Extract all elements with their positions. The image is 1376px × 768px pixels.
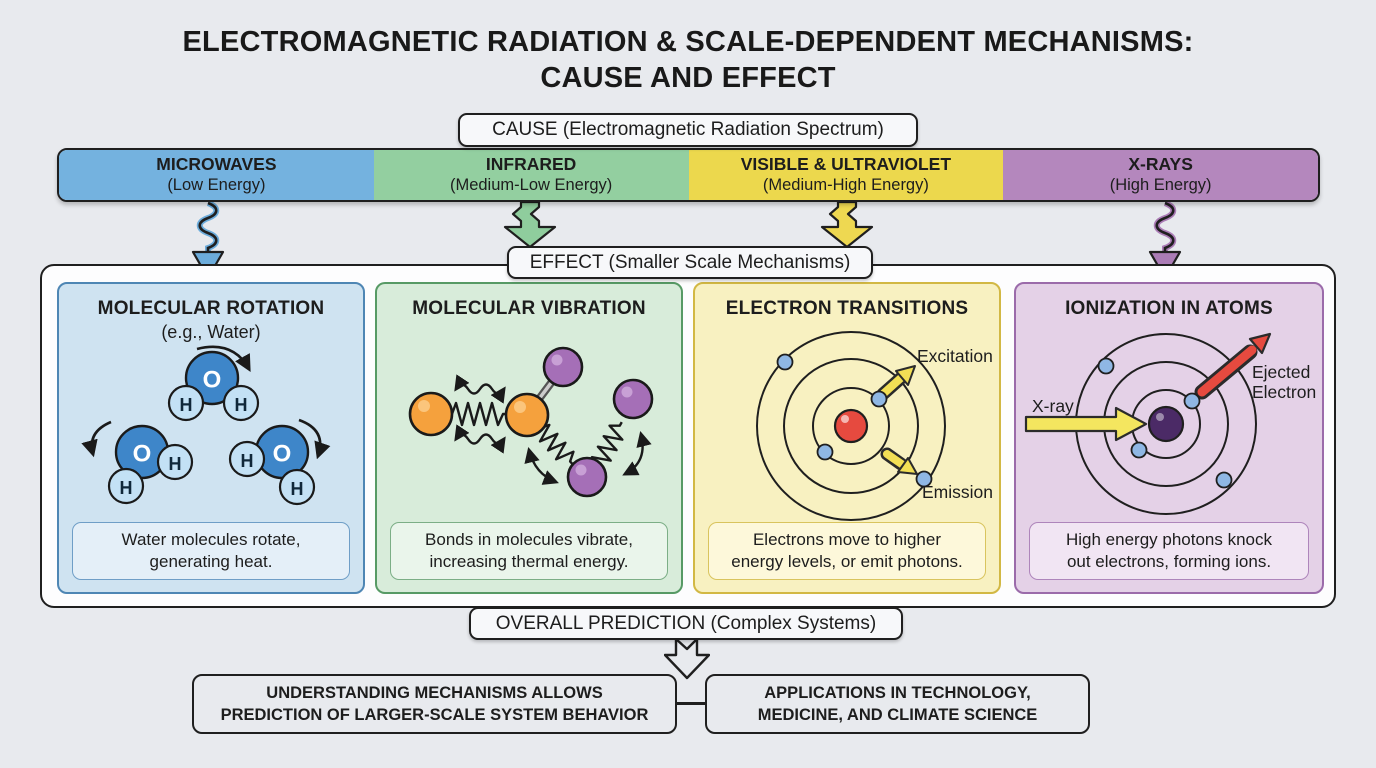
caption-line1: Water molecules rotate, xyxy=(121,530,301,549)
caption-line1: Bonds in molecules vibrate, xyxy=(425,530,633,549)
electrons xyxy=(776,353,933,488)
conclusion-applications-box: APPLICATIONS IN TECHNOLOGY, MEDICINE, AN… xyxy=(705,674,1090,734)
rotation-arrow xyxy=(81,420,112,458)
infrared-block-arrow-icon xyxy=(503,202,557,248)
hydrogen-label: H xyxy=(235,395,248,415)
orange-atom xyxy=(504,392,550,438)
water-molecule: O H H xyxy=(167,350,260,422)
overall-prediction-box: OVERALL PREDICTION (Complex Systems) xyxy=(469,607,903,640)
page-title-line1: ELECTROMAGNETIC RADIATION & SCALE-DEPEND… xyxy=(182,26,1194,58)
excitation-arrow xyxy=(876,365,916,401)
purple-atom xyxy=(542,346,584,388)
xray-label: X-ray xyxy=(1032,396,1074,416)
oxygen-label: O xyxy=(133,441,152,468)
caption-line2: generating heat. xyxy=(149,552,273,571)
hydrogen-label: H xyxy=(180,395,193,415)
vibration-diagram xyxy=(408,346,654,498)
water-rotation-diagram: O H H O H H O xyxy=(81,345,331,506)
cause-label-box: CAUSE (Electromagnetic Radiation Spectru… xyxy=(458,113,918,147)
vibration-double-arrow xyxy=(622,430,652,476)
caption-line2: energy levels, or emit photons. xyxy=(731,552,963,571)
vibration-double-arrow xyxy=(524,446,559,485)
water-molecule: O H H xyxy=(228,424,316,506)
ejected-electron-label: Electron xyxy=(1252,382,1316,402)
rotation-arrow xyxy=(196,345,251,372)
nucleus xyxy=(833,408,869,444)
mechanisms-container: MOLECULAR ROTATION (e.g., Water) O xyxy=(40,264,1336,608)
panel-molecular-rotation: MOLECULAR ROTATION (e.g., Water) O xyxy=(57,282,365,594)
excitation-label: Excitation xyxy=(917,346,993,366)
overall-prediction-label: OVERALL PREDICTION (Complex Systems) xyxy=(495,612,877,634)
segment-name: VISIBLE & ULTRAVIOLET xyxy=(740,154,952,174)
caption-box: Electrons move to higher energy levels, … xyxy=(708,522,986,580)
segment-energy: (Low Energy) xyxy=(167,176,266,194)
caption-box: Bonds in molecules vibrate, increasing t… xyxy=(390,522,668,580)
panel-subtitle: (e.g., Water) xyxy=(161,322,261,342)
panel-title: MOLECULAR ROTATION xyxy=(97,298,325,319)
cause-label: CAUSE (Electromagnetic Radiation Spectru… xyxy=(492,119,884,140)
caption-box: Water molecules rotate, generating heat. xyxy=(72,522,350,580)
purple-atom xyxy=(566,456,608,498)
emission-arrow xyxy=(880,447,918,475)
conclusion-line1: UNDERSTANDING MECHANISMS ALLOWS xyxy=(266,684,603,702)
vibration-spring xyxy=(590,421,624,466)
ionization-diagram: X-ray Ejected Electron xyxy=(1024,332,1316,515)
hydrogen-label: H xyxy=(291,479,304,499)
panel-title: MOLECULAR VIBRATION xyxy=(412,298,646,319)
segment-visible-uv: VISIBLE & ULTRAVIOLET (Medium-High Energ… xyxy=(688,150,1004,200)
effect-label: EFFECT (Smaller Scale Mechanisms) xyxy=(529,251,851,273)
panel-title: IONIZATION IN ATOMS xyxy=(1065,298,1273,319)
panel-molecular-vibration: MOLECULAR VIBRATION xyxy=(375,282,683,594)
segment-name: X-RAYS xyxy=(1128,154,1193,174)
panel-title: ELECTRON TRANSITIONS xyxy=(725,298,969,319)
segment-xrays: X-RAYS (High Energy) xyxy=(1003,150,1318,200)
electron-orbits xyxy=(756,331,946,521)
segment-name: MICROWAVES xyxy=(156,154,277,174)
water-molecule: O H H xyxy=(107,424,194,505)
caption-line2: increasing thermal energy. xyxy=(429,552,629,571)
segment-energy: (Medium-Low Energy) xyxy=(449,176,613,194)
segment-energy: (Medium-High Energy) xyxy=(762,176,929,194)
segment-infrared: INFRARED (Medium-Low Energy) xyxy=(373,150,689,200)
rotation-arrow xyxy=(298,418,331,460)
vibration-double-arrow xyxy=(454,424,506,454)
orange-atom xyxy=(408,391,454,437)
ejected-electron-arrow xyxy=(1194,332,1272,400)
segment-energy: (High Energy) xyxy=(1109,176,1212,194)
electron-transitions-diagram: Excitation Emission xyxy=(756,331,993,521)
conclusion-line2: PREDICTION OF LARGER-SCALE SYSTEM BEHAVI… xyxy=(220,706,649,724)
xray-photon-arrow xyxy=(1024,406,1148,442)
conclusion-line1: APPLICATIONS IN TECHNOLOGY, xyxy=(764,684,1031,702)
caption-box: High energy photons knock out electrons,… xyxy=(1029,522,1309,580)
visible-uv-block-arrow-icon xyxy=(820,202,874,248)
segment-name: INFRARED xyxy=(485,154,577,174)
panel-ionization: IONIZATION IN ATOMS xyxy=(1014,282,1324,594)
caption-line1: Electrons move to higher xyxy=(752,530,942,549)
caption-line1: High energy photons knock xyxy=(1065,530,1273,549)
page-title-line2: CAUSE AND EFFECT xyxy=(540,62,836,94)
vibration-double-arrow xyxy=(454,374,506,404)
electrons xyxy=(1097,357,1233,489)
hydrogen-label: H xyxy=(241,451,254,471)
vibration-spring xyxy=(448,401,507,427)
caption-line2: out electrons, forming ions. xyxy=(1066,552,1272,571)
emission-label: Emission xyxy=(922,482,993,502)
nucleus xyxy=(1147,405,1185,443)
oxygen-label: O xyxy=(273,441,292,468)
hydrogen-label: H xyxy=(169,454,182,474)
hydrogen-label: H xyxy=(120,478,133,498)
oxygen-label: O xyxy=(203,367,222,394)
page-title: ELECTROMAGNETIC RADIATION & SCALE-DEPEND… xyxy=(0,24,1376,96)
effect-label-box: EFFECT (Smaller Scale Mechanisms) xyxy=(507,246,873,279)
ejected-electron-label: Ejected xyxy=(1252,362,1310,382)
segment-microwaves: MICROWAVES (Low Energy) xyxy=(59,150,374,200)
panel-electron-transitions: ELECTRON TRANSITIONS xyxy=(693,282,1001,594)
vibration-spring xyxy=(538,423,575,466)
purple-atom xyxy=(612,378,654,420)
conclusion-mechanisms-box: UNDERSTANDING MECHANISMS ALLOWS PREDICTI… xyxy=(192,674,677,734)
prediction-down-arrow-icon xyxy=(664,639,710,680)
em-spectrum-bar: MICROWAVES (Low Energy) INFRARED (Medium… xyxy=(57,148,1320,202)
conclusion-connector-line xyxy=(677,702,705,705)
conclusion-line2: MEDICINE, AND CLIMATE SCIENCE xyxy=(757,706,1038,724)
